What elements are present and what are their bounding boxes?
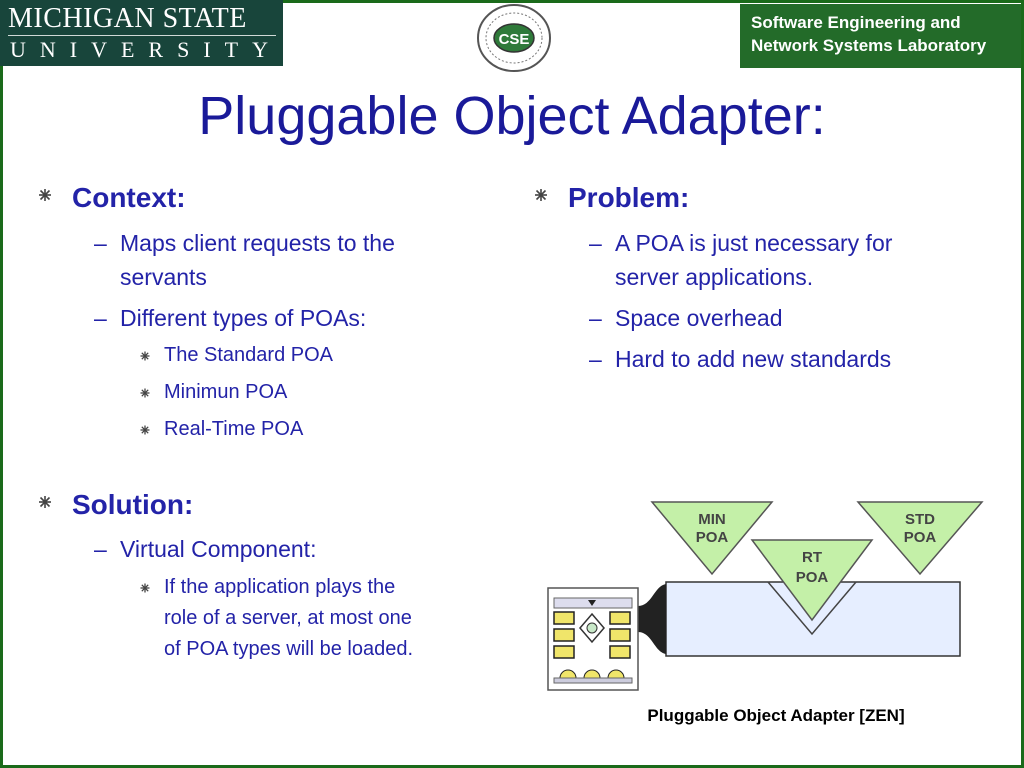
dash-bullet: – <box>589 305 602 331</box>
context-heading: Context: <box>72 182 186 213</box>
adapter-connector <box>638 584 666 654</box>
asterisk-bullet-icon <box>140 351 150 361</box>
problem-item-1-line2: server applications. <box>615 264 814 290</box>
asterisk-bullet-icon <box>140 425 150 435</box>
context-item-2-text: Different types of POAs: <box>120 305 367 331</box>
context-item-1-line1: Maps client requests to the <box>120 230 395 256</box>
virtual-component-block <box>547 587 639 691</box>
std-poa-line1: STD <box>905 511 935 528</box>
msu-logo: MICHIGAN STATE UNIVERSITY <box>0 0 283 66</box>
solution-subitem-line3: of POA types will be loaded. <box>164 638 414 660</box>
solution-subitem-line2: role of a server, at most one <box>164 607 412 629</box>
msu-logo-line1: MICHIGAN STATE <box>8 3 247 34</box>
poa-type-standard-text: The Standard POA <box>164 344 333 366</box>
dash-bullet: – <box>94 305 107 331</box>
min-poa-line1: MIN <box>698 511 726 528</box>
msu-logo-line2: UNIVERSITY <box>10 37 282 62</box>
asterisk-bullet-icon <box>140 583 150 593</box>
asterisk-bullet-icon <box>39 189 51 201</box>
std-poa-line2: POA <box>904 529 937 546</box>
dash-bullet: – <box>589 346 602 372</box>
asterisk-bullet-icon <box>39 496 51 508</box>
poa-type-minimum-text: Minimun POA <box>164 381 288 403</box>
poa-type-realtime-text: Real-Time POA <box>164 418 304 440</box>
dash-bullet: – <box>94 536 107 562</box>
problem-item-1-line1: A POA is just necessary for <box>615 230 893 256</box>
solution-item-text: Virtual Component: <box>120 536 317 562</box>
msu-logo-rule <box>8 35 276 36</box>
solution-subitem-line1: If the application plays the <box>164 576 396 598</box>
problem-heading: Problem: <box>568 182 690 213</box>
lab-logo-line1: Software Engineering and <box>751 13 961 32</box>
sens-lab-logo: Software Engineering and Network Systems… <box>740 4 1021 68</box>
diagram-caption: Pluggable Object Adapter [ZEN] <box>647 706 905 725</box>
asterisk-bullet-icon <box>140 388 150 398</box>
dash-bullet: – <box>589 230 602 256</box>
cse-seal-logo: CSE <box>477 4 551 72</box>
min-poa-triangle: MIN POA <box>650 501 774 576</box>
rt-poa-line2: POA <box>796 569 829 586</box>
min-poa-line2: POA <box>696 529 729 546</box>
cse-seal-label: CSE <box>499 31 530 48</box>
solution-heading: Solution: <box>72 489 194 520</box>
lab-logo-line2: Network Systems Laboratory <box>751 36 987 55</box>
problem-item-3-text: Hard to add new standards <box>615 346 892 372</box>
dash-bullet: – <box>94 230 107 256</box>
context-item-1-line2: servants <box>120 264 207 290</box>
std-poa-triangle: STD POA <box>856 501 984 576</box>
asterisk-bullet-icon <box>535 189 547 201</box>
rt-poa-line1: RT <box>802 549 822 566</box>
problem-item-2-text: Space overhead <box>615 305 783 331</box>
slide-title: Pluggable Object Adapter: <box>198 86 826 146</box>
pluggable-adapter-diagram: MIN POA STD POA RT POA <box>547 501 984 691</box>
rt-poa-triangle: RT POA <box>750 539 874 636</box>
